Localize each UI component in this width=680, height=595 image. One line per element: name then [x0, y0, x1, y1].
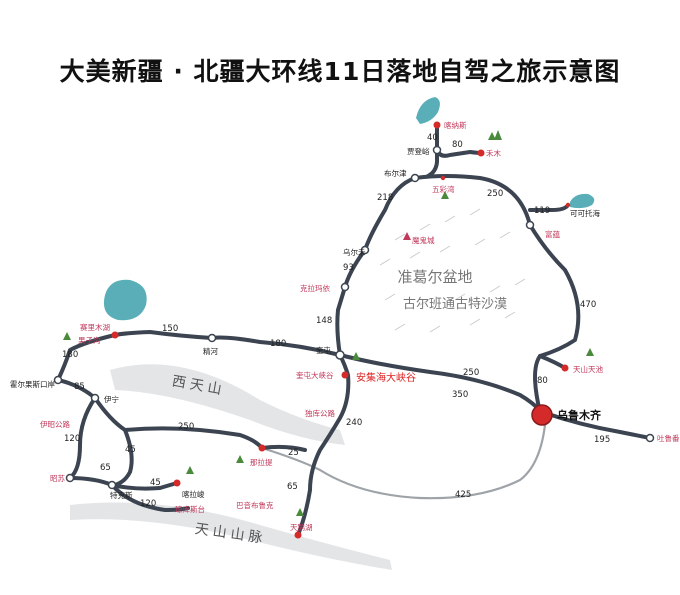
- dist-nalati-bayinbuluke: 25: [288, 448, 299, 458]
- city-markers: [53, 145, 655, 490]
- dist-dushanzi-road: 240: [346, 418, 362, 428]
- dist-fuyun-urumqi: 470: [580, 300, 596, 310]
- sailimu-label: 赛里木湖: [80, 322, 110, 332]
- dist-urumqi-tulufan: 195: [594, 435, 610, 445]
- kekeTuohai-marker: [565, 202, 571, 208]
- huoerguosi-label: 霍尔果斯口岸: [10, 379, 55, 389]
- kalajun-marker: [173, 479, 181, 487]
- dist-bayinbuluke-tianehu: 65: [287, 482, 298, 492]
- wuerhe-label: 乌尔禾: [343, 247, 366, 257]
- zhaosu-marker: [65, 473, 75, 483]
- kanas-lake: [416, 97, 440, 124]
- dushanzi-label: 独库公路: [305, 408, 335, 418]
- fuyun-label: 富蕴: [545, 229, 560, 239]
- kalajun-label: 喀拉峻: [182, 489, 205, 499]
- dist-wuerhe-kelamayi: 93: [343, 263, 354, 273]
- dist-bayinbuluke-urumqi: 425: [455, 490, 471, 500]
- zhaosu-label: 昭苏: [50, 473, 65, 483]
- buerjin-marker: [410, 173, 420, 183]
- wucaiwan-marker: [440, 175, 446, 181]
- bayinbuluke-label: 巴音布鲁克: [236, 500, 274, 510]
- basin-label: 准葛尔盆地: [397, 268, 472, 286]
- red-markers: [111, 121, 571, 539]
- urumqi-marker: [531, 404, 553, 426]
- tianehu-label: 天鹅湖: [290, 522, 313, 532]
- buerjin-label: 布尔津: [384, 168, 407, 178]
- huoerguosi-marker: [53, 375, 63, 385]
- urumqi-label: 乌鲁木齐: [557, 408, 602, 422]
- jiadengyu-marker: [432, 145, 442, 155]
- dist-buerjin-fuyun: 250: [487, 189, 503, 199]
- kuitun-canyon-label: 奎屯大峡谷: [296, 370, 334, 380]
- dist-guozigou-jinghe: 150: [162, 324, 178, 334]
- kelamayi-marker: [340, 282, 350, 292]
- kelamayi-label: 克拉玛依: [300, 283, 330, 293]
- place-labels: 喀纳斯 禾木 贾登峪 布尔津 五彩湾 可可托海 富蕴 魔鬼城 乌尔禾 克拉玛依 …: [10, 120, 680, 532]
- hemu-marker: [477, 149, 485, 157]
- tianchi-marker: [561, 364, 569, 372]
- dist-kanas-jiadengyu: 40: [427, 133, 438, 143]
- main-routes: [56, 123, 652, 537]
- jinghe-label: 精河: [203, 346, 218, 356]
- tianchi-label: 天山天池: [573, 364, 603, 374]
- nalati-marker: [258, 444, 266, 452]
- dist-jinghe-kuitun: 180: [270, 339, 286, 349]
- fuyun-marker: [525, 220, 535, 230]
- dist-tianchi-urumqi: 80: [537, 376, 548, 386]
- tekesi-marker: [107, 480, 117, 490]
- yining-marker: [90, 393, 100, 403]
- west-tianshan-band: [110, 364, 345, 445]
- dist-tekesi-kalajun: 45: [150, 478, 161, 488]
- yining-label: 伊宁: [104, 394, 119, 404]
- jiadengyu-label: 贾登峪: [407, 146, 430, 156]
- tianehu-marker: [294, 531, 302, 539]
- dist-yining-nalati: 250: [178, 422, 194, 432]
- map-title: 大美新疆 · 北疆大环线11日落地自驾之旅示意图: [60, 57, 621, 86]
- kuitun-marker: [335, 350, 345, 360]
- yizhao-label: 伊昭公路: [40, 419, 70, 429]
- kanas-label: 喀纳斯: [444, 120, 467, 130]
- dist-guozigou-huoerguosi: 180: [62, 350, 78, 360]
- mogui-label: 魔鬼城: [412, 235, 435, 245]
- dist-huoerguosi-yining: 85: [74, 382, 85, 392]
- dist-tekesi-qiongkushitai: 120: [140, 499, 156, 509]
- wucaiwan-label: 五彩湾: [432, 184, 455, 194]
- anjihai-label: 安集海大峡谷: [356, 371, 416, 384]
- nalati-label: 那拉提: [250, 457, 273, 467]
- kuitun-label: 奎屯: [316, 345, 331, 355]
- jinghe-marker: [207, 333, 217, 343]
- kekeTuohai-lake: [570, 193, 595, 209]
- dist-yining-tekesi: 45: [125, 445, 136, 455]
- sailimu-lake: [103, 279, 147, 321]
- tekesi-label: 特克斯: [110, 490, 133, 500]
- dist-yining-zhaosu: 120: [64, 434, 80, 444]
- wuerhe-marker: [360, 245, 370, 255]
- desert-label: 古尔班通古特沙漠: [403, 297, 507, 312]
- qiongkushitai-label: 琼库斯台: [175, 504, 205, 514]
- dist-kuitun-urumqi-2: 350: [452, 390, 468, 400]
- tianshan-band: [70, 502, 392, 570]
- dist-kuitun-urumqi-1: 250: [463, 368, 479, 378]
- kanas-marker: [433, 121, 441, 129]
- guozigou-label: 果子沟: [78, 335, 101, 345]
- dist-buerjin-wuerhe: 218: [377, 193, 393, 203]
- tulufan-marker: [645, 433, 655, 443]
- hemu-label: 禾木: [486, 148, 501, 158]
- kuitun-canyon-marker: [341, 371, 349, 379]
- desert-texture: [379, 208, 526, 333]
- scenic-icons: [63, 130, 594, 516]
- dist-kelamayi-kuitun: 148: [316, 316, 332, 326]
- distance-labels: 40 80 250 218 119 470 93 148 150 180 180…: [62, 133, 610, 509]
- sailimu-marker: [111, 331, 119, 339]
- kekeTuohai-label: 可可托海: [570, 208, 600, 218]
- dist-zhaosu-tekesi: 65: [100, 463, 111, 473]
- dist-fuyun-kekeTuohai: 119: [534, 206, 550, 216]
- dist-jiadengyu-hemu: 80: [452, 140, 463, 150]
- tulufan-label: 吐鲁番: [657, 433, 680, 443]
